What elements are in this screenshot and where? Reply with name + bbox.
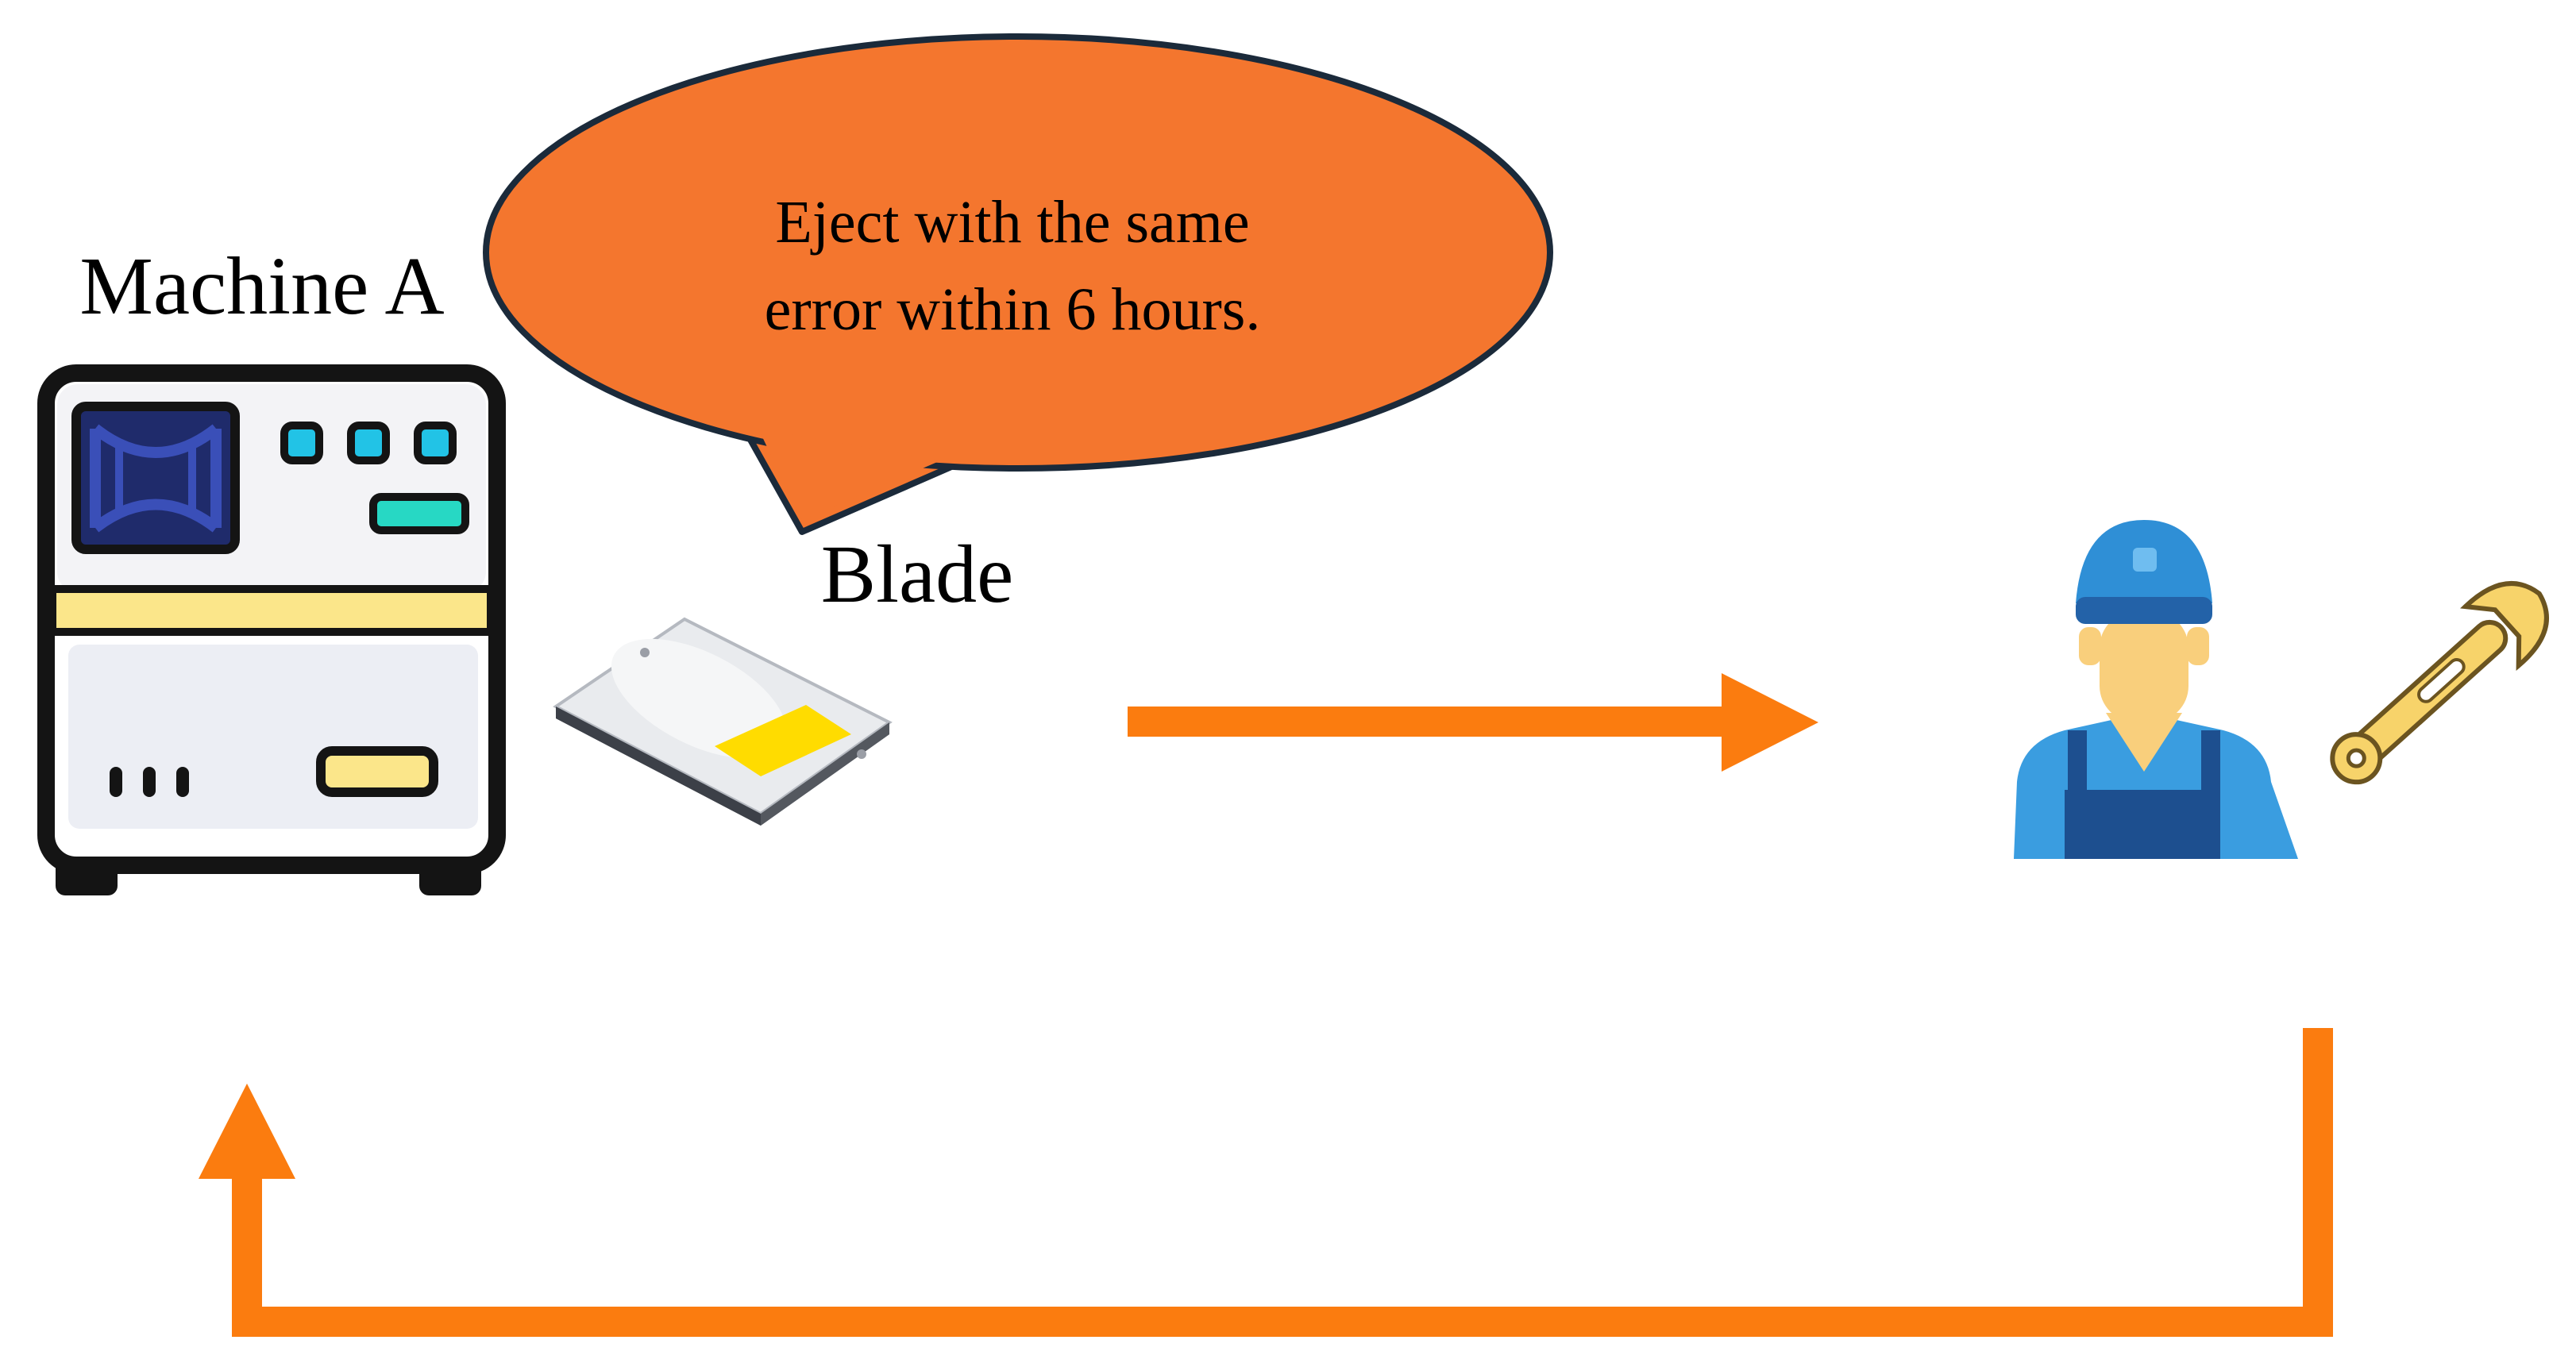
blade-disk-icon [553,617,893,826]
speech-bubble: Eject with the same error within 6 hours… [483,33,1553,535]
bubble-text-line2: error within 6 hours. [765,276,1261,343]
blade-label: Blade [821,529,1014,620]
technician-icon [2014,520,2298,859]
bubble-text-line1: Eject with the same [775,189,1249,256]
machine-label: Machine A [79,241,444,332]
return-arrow [199,1028,2333,1337]
machine-icon [37,364,506,895]
wrench-icon [2330,581,2549,785]
forward-arrow [1128,673,1818,772]
